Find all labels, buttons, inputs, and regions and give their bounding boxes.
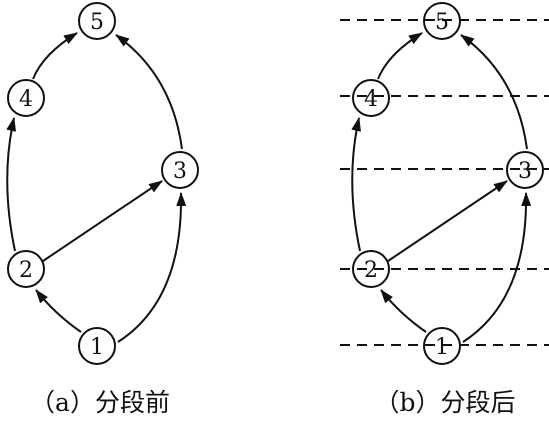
node-b-5: 5 — [423, 2, 461, 40]
edge-1-2 — [35, 289, 82, 333]
node-b-1: 1 — [423, 327, 461, 365]
node-label-5: 5 — [90, 10, 104, 35]
node-2: 2 — [7, 250, 45, 288]
node-b-label-4: 4 — [364, 87, 378, 112]
panel-b: 5 4 3 2 1 （b）分段后 — [340, 2, 549, 417]
edge-b-1-3 — [462, 192, 532, 343]
node-label-3: 3 — [173, 159, 187, 184]
edge-b-4-5 — [377, 32, 423, 80]
node-b-label-2: 2 — [364, 258, 378, 283]
panel-a: 5 4 3 2 1 （a）分段前 — [6, 2, 199, 417]
node-b-4: 4 — [352, 79, 390, 117]
node-3: 3 — [161, 151, 199, 189]
node-5: 5 — [78, 2, 116, 40]
node-label-1: 1 — [90, 335, 104, 360]
edge-b-3-5 — [460, 34, 528, 150]
edge-2-3 — [42, 180, 163, 262]
caption-b: （b）分段后 — [374, 388, 515, 417]
edge-b-1-2 — [380, 289, 427, 333]
edge-b-2-3 — [387, 180, 508, 262]
edge-b-2-4 — [351, 117, 362, 252]
node-label-2: 2 — [19, 258, 33, 283]
caption-a: （a）分段前 — [30, 388, 170, 417]
node-b-label-3: 3 — [518, 159, 532, 184]
node-label-4: 4 — [19, 87, 33, 112]
node-1: 1 — [78, 327, 116, 365]
node-b-3: 3 — [506, 151, 544, 189]
node-b-label-5: 5 — [435, 10, 449, 35]
node-4: 4 — [7, 79, 45, 117]
node-b-2: 2 — [352, 250, 390, 288]
edge-2-4 — [6, 117, 17, 252]
edge-4-5 — [32, 32, 78, 80]
node-b-label-1: 1 — [435, 335, 449, 360]
edge-3-5 — [115, 34, 183, 150]
edge-1-3 — [117, 192, 187, 343]
